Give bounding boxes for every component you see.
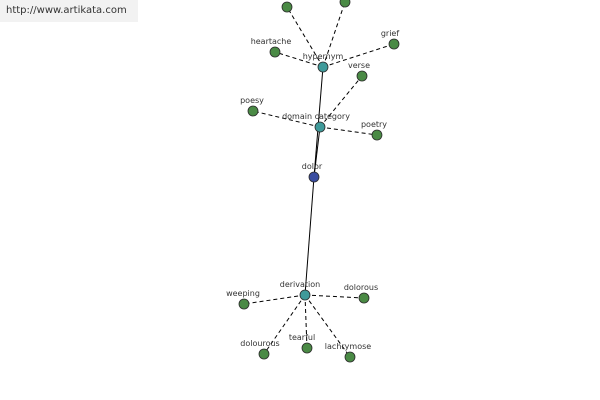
node-dolor[interactable] xyxy=(308,171,320,183)
node-tearful[interactable] xyxy=(301,342,313,354)
node-top-2[interactable] xyxy=(339,0,351,8)
label-poesy: poesy xyxy=(240,96,264,105)
node-hypernym[interactable] xyxy=(317,61,329,73)
graph-edges xyxy=(243,1,395,358)
edge-derivation-lachrymose xyxy=(304,294,351,358)
label-heartache: heartache xyxy=(251,37,292,46)
edge-dolor-domain-category xyxy=(313,126,321,178)
edge-derivation-tearful xyxy=(304,294,308,349)
node-poesy[interactable] xyxy=(247,105,259,117)
label-derivation: derivation xyxy=(280,280,320,289)
label-verse: verse xyxy=(348,61,370,70)
edge-hypernym-top-1 xyxy=(286,6,324,68)
edge-domain-category-poesy xyxy=(252,110,321,128)
edge-derivation-dolourous xyxy=(263,294,306,355)
edge-domain-category-poetry xyxy=(319,126,378,136)
node-verse[interactable] xyxy=(356,70,368,82)
graph-nodes xyxy=(238,0,400,363)
label-weeping: weeping xyxy=(226,289,260,298)
label-dolor: dolor xyxy=(302,162,323,171)
node-heartache[interactable] xyxy=(269,46,281,58)
node-derivation[interactable] xyxy=(299,289,311,301)
watermark-url: http://www.artikata.com xyxy=(0,0,138,22)
label-domain-category: domain category xyxy=(282,112,350,121)
edge-hypernym-heartache xyxy=(274,51,324,68)
edge-hypernym-grief xyxy=(322,43,395,68)
edge-dolor-derivation xyxy=(304,176,315,296)
graph-labels: dolor hypernym domain category derivation he… xyxy=(226,29,399,351)
edge-derivation-weeping xyxy=(243,294,306,305)
label-tearful: tearful xyxy=(289,333,315,342)
node-weeping[interactable] xyxy=(238,298,250,310)
node-lachrymose[interactable] xyxy=(344,351,356,363)
label-poetry: poetry xyxy=(361,120,387,129)
label-lachrymose: lachrymose xyxy=(325,342,371,351)
node-dolourous[interactable] xyxy=(258,348,270,360)
label-dolorous: dolorous xyxy=(344,283,378,292)
edge-derivation-dolorous xyxy=(304,294,365,299)
label-hypernym: hypernym xyxy=(303,52,344,61)
node-dolorous[interactable] xyxy=(358,292,370,304)
label-grief: grief xyxy=(381,29,400,38)
edge-hypernym-top-2 xyxy=(322,1,346,68)
node-top-1[interactable] xyxy=(281,1,293,13)
node-grief[interactable] xyxy=(388,38,400,50)
node-domain-category[interactable] xyxy=(314,121,326,133)
label-dolourous: dolourous xyxy=(240,339,279,348)
node-poetry[interactable] xyxy=(371,129,383,141)
